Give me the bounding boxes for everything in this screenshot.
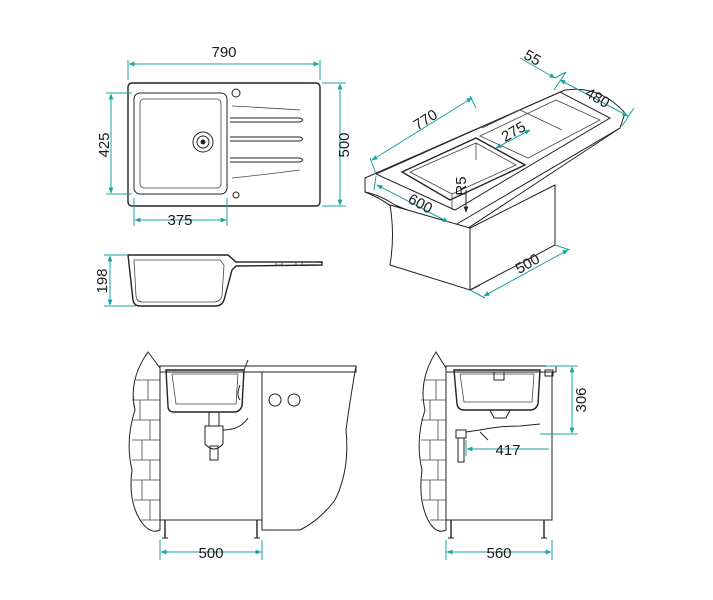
overflow-icon xyxy=(232,191,240,199)
dim-radius-r5: R5 xyxy=(453,176,470,195)
dim-length-770: 770 xyxy=(410,106,440,134)
dim-front-cabinet-500: 500 xyxy=(198,545,223,562)
bowl-outline xyxy=(133,92,228,195)
dim-bowl-width-375: 375 xyxy=(167,212,192,229)
siphon-trap-icon xyxy=(455,409,541,463)
siphon-trap-icon xyxy=(204,411,249,461)
dim-cabinet-560: 560 xyxy=(486,545,511,562)
sink-outline xyxy=(127,82,321,207)
front-install-view: 500 xyxy=(128,351,357,562)
front-cabinet xyxy=(159,371,263,521)
side-section-view: 198 xyxy=(94,254,323,307)
dim-height-306: 306 xyxy=(573,387,590,412)
dim-rim-55: 55 xyxy=(521,47,544,70)
isometric-view: 770 55 480 275 R5 600 500 xyxy=(364,47,635,299)
dim-bowl-depth-425: 425 xyxy=(96,132,113,157)
drain-icon xyxy=(192,131,214,153)
side-install-view: 306 417 560 xyxy=(418,351,590,562)
dim-height-198: 198 xyxy=(94,268,111,293)
outlet-icon xyxy=(268,393,282,407)
outlet-icon xyxy=(287,393,301,407)
dim-offset-417: 417 xyxy=(495,442,520,459)
side-profile xyxy=(127,254,323,307)
dim-depth-500: 500 xyxy=(336,132,353,157)
countertop xyxy=(364,88,626,229)
dim-width-790: 790 xyxy=(211,44,236,61)
wall-left xyxy=(128,351,161,532)
tap-hole-icon xyxy=(231,88,241,98)
drainer-ribs xyxy=(230,105,303,179)
wall-right-view xyxy=(418,351,447,532)
top-view: 790 500 425 375 xyxy=(96,44,353,229)
